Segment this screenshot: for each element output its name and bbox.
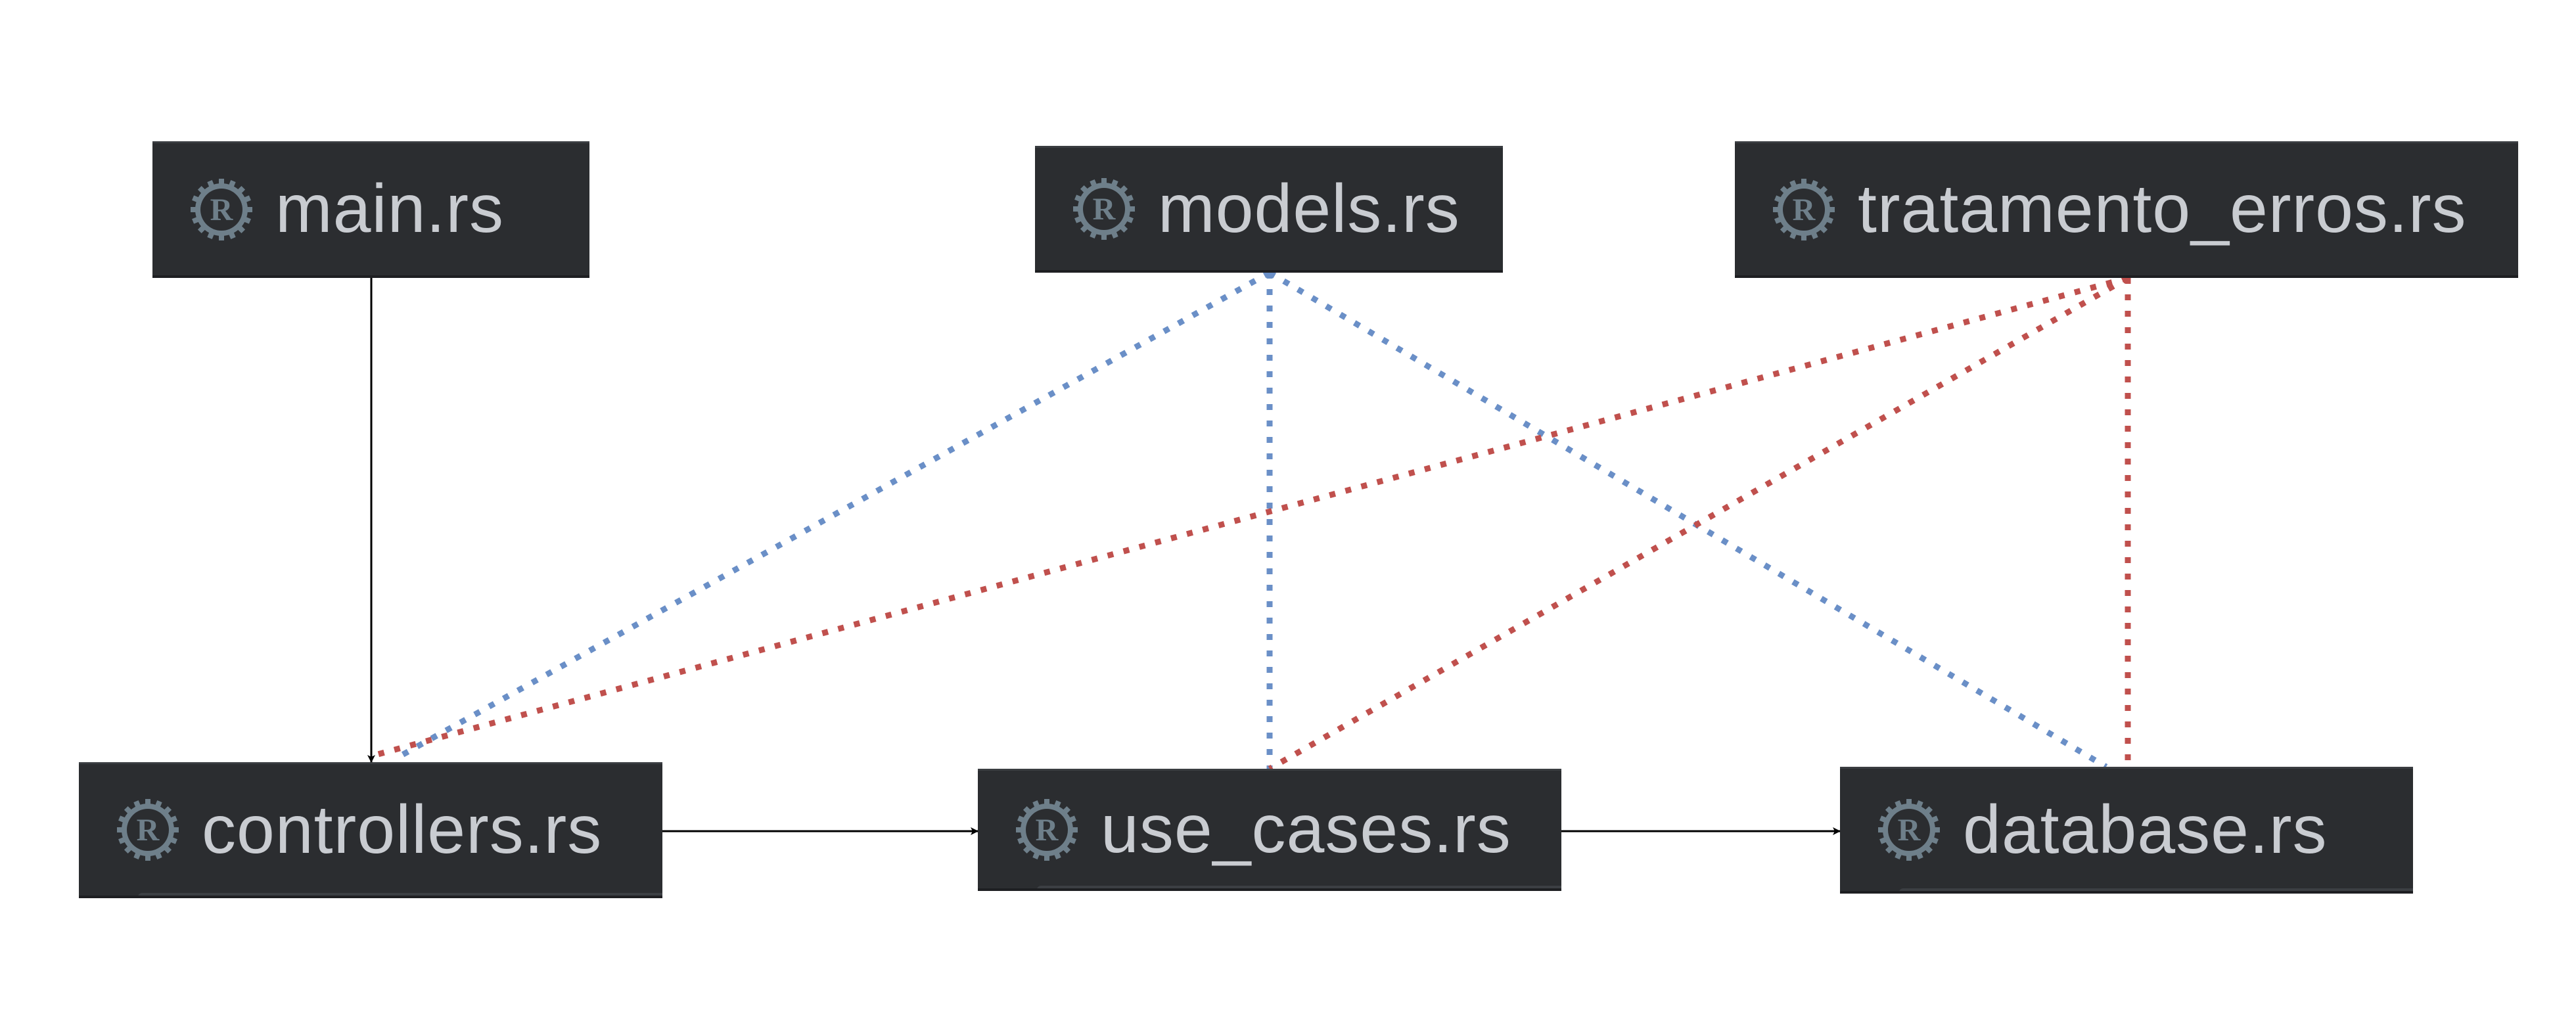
svg-text:R: R — [1793, 193, 1816, 227]
node-label: controllers.rs — [202, 791, 603, 868]
svg-text:R: R — [1093, 192, 1116, 227]
node-label: use_cases.rs — [1101, 791, 1511, 867]
tab-underline — [1037, 886, 1561, 888]
tab-underline — [1899, 888, 2413, 891]
node-tratamento-erros-rs[interactable]: R tratamento_erros.rs — [1735, 141, 2518, 278]
node-label: models.rs — [1158, 170, 1460, 247]
svg-text:R: R — [137, 813, 160, 848]
rust-icon: R — [1016, 798, 1078, 861]
rust-icon: R — [1073, 178, 1135, 240]
tab-underline — [138, 893, 662, 896]
svg-text:R: R — [210, 193, 234, 227]
node-database-rs[interactable]: R database.rs — [1840, 767, 2413, 894]
node-label: main.rs — [275, 171, 504, 247]
svg-text:R: R — [1898, 813, 1921, 848]
rust-icon: R — [1878, 799, 1940, 861]
edge-models-to-database — [1268, 270, 2108, 769]
svg-text:R: R — [1036, 813, 1059, 848]
rust-icon: R — [117, 799, 179, 861]
node-main-rs[interactable]: R main.rs — [152, 141, 589, 278]
node-models-rs[interactable]: R models.rs — [1035, 146, 1503, 273]
edge-models-to-controllers — [399, 270, 1272, 758]
node-label: database.rs — [1963, 791, 2328, 868]
node-use-cases-rs[interactable]: R use_cases.rs — [978, 769, 1561, 891]
edge-tratamento_erros-to-use_cases — [1268, 275, 2130, 771]
rust-icon: R — [191, 178, 252, 240]
rust-icon: R — [1773, 178, 1835, 240]
node-label: tratamento_erros.rs — [1858, 171, 2467, 247]
edge-tratamento_erros-to-controllers — [377, 275, 2129, 758]
node-controllers-rs[interactable]: R controllers.rs — [79, 762, 662, 898]
